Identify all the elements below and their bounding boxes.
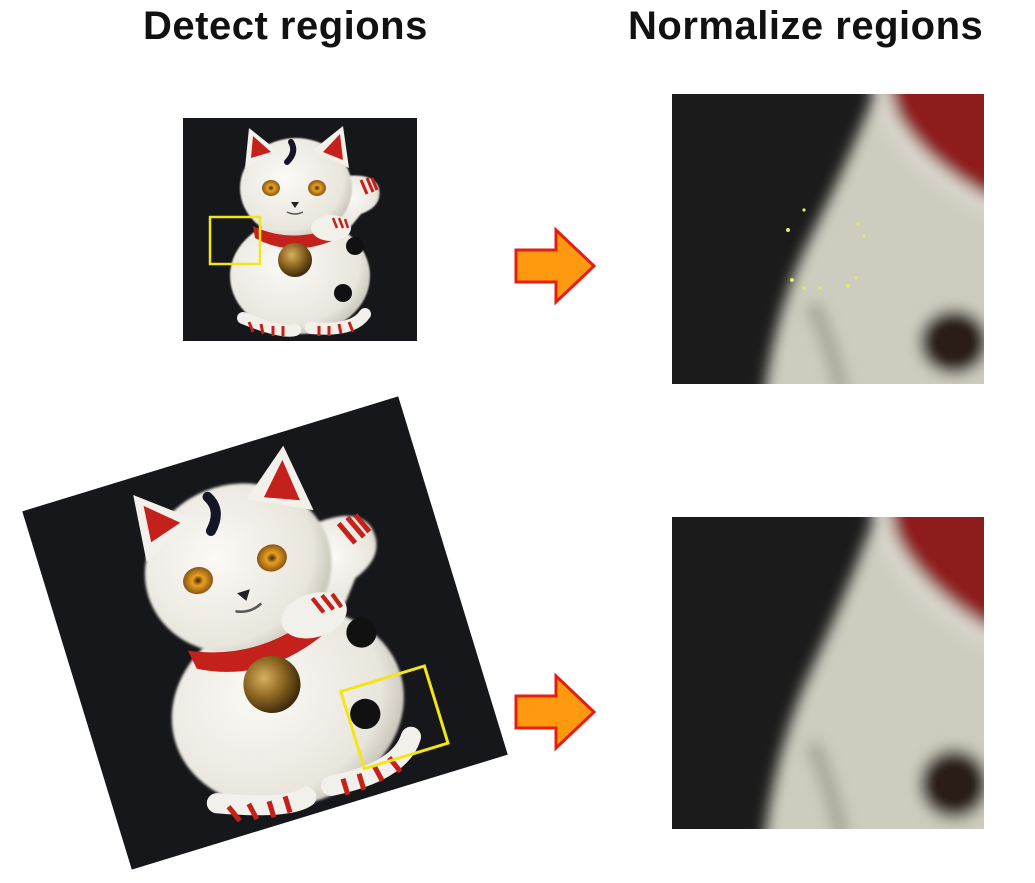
maneki-neko-icon [183, 118, 417, 341]
maneki-neko-icon [22, 396, 507, 869]
normalize-regions-heading: Normalize regions [628, 4, 984, 48]
rotated-cat-photo [0, 378, 530, 883]
detected-region-box [208, 215, 262, 266]
normalized-region-upright [672, 94, 984, 384]
detected-region-box [338, 664, 450, 771]
normalized-region-rotated [672, 517, 984, 829]
keypoint-markers [786, 208, 866, 290]
right-arrow-icon [514, 672, 597, 752]
upright-cat-photo [183, 118, 417, 341]
right-arrow-icon [514, 226, 597, 306]
detect-regions-heading: Detect regions [143, 4, 428, 48]
